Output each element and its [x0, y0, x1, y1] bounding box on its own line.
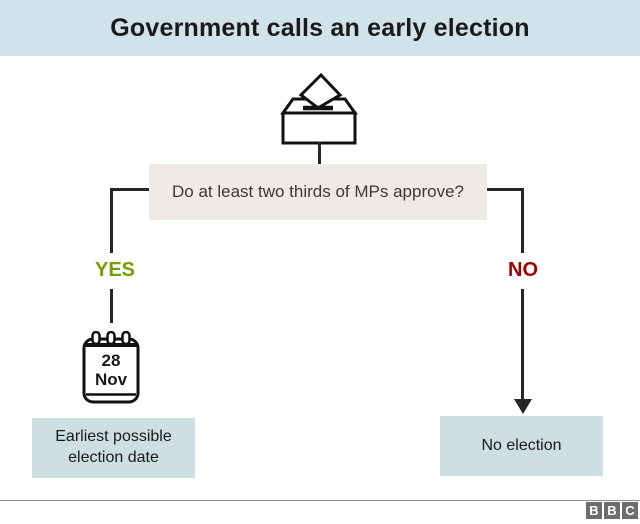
question-text: Do at least two thirds of MPs approve? [172, 182, 464, 201]
connector-ballot-question [318, 142, 321, 165]
no-result-box: No election [440, 416, 603, 476]
calendar-ring [91, 331, 101, 346]
header: Government calls an early election [0, 0, 640, 56]
bbc-logo: B B C [586, 502, 638, 519]
no-result-text: No election [481, 436, 562, 454]
footer-divider [0, 500, 640, 501]
bbc-logo-block: B [586, 502, 602, 519]
bbc-logo-block: C [622, 502, 638, 519]
bbc-logo-block: B [604, 502, 620, 519]
calendar-ring [106, 331, 116, 346]
yes-label: YES [94, 259, 136, 281]
connector-no-vertical-upper [521, 188, 524, 253]
connector-no-vertical-lower [521, 289, 524, 400]
yes-result-text: Earliest possible election date [55, 428, 172, 466]
connector-yes-vertical-upper [110, 188, 113, 253]
ballot-box-icon [280, 72, 358, 145]
connector-yes-vertical-lower [110, 289, 113, 323]
calendar-ring [121, 331, 131, 346]
question-box: Do at least two thirds of MPs approve? [149, 164, 487, 220]
calendar-month: Nov [95, 370, 128, 389]
arrow-down-icon [514, 399, 532, 414]
ballot-box-body [281, 111, 357, 145]
calendar-icon: 28 Nov [82, 331, 140, 404]
calendar-day: 28 [102, 351, 121, 370]
connector-no-horizontal [487, 188, 524, 191]
yes-result-box: Earliest possible election date [32, 418, 195, 478]
no-label: NO [508, 259, 538, 281]
page-title: Government calls an early election [110, 13, 530, 42]
connector-yes-horizontal [110, 188, 149, 191]
